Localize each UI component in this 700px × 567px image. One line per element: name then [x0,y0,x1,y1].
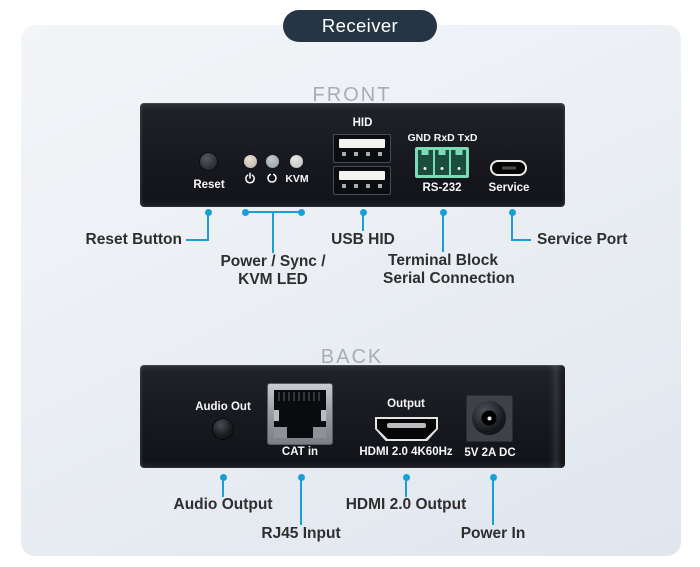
callout-line [492,477,494,525]
audio-jack [212,418,234,440]
callout-service-port: Service Port [537,231,628,248]
callout-power-in: Power In [460,525,526,542]
callout-line [442,212,444,252]
callout-terminal-line2: Serial Connection [383,270,515,287]
callout-hdmi-output: HDMI 2.0 Output [345,496,467,513]
serial-pins-label: GND RxD TxD [407,132,478,144]
callout-line [511,239,531,241]
callout-line [207,212,209,241]
rj45-port [267,383,333,445]
sync-led [266,155,279,168]
audio-out-label: Audio Out [195,401,251,413]
usb-tongue [339,139,385,148]
power-icon [245,172,255,184]
title-pill: Receiver [283,10,437,42]
usb-tongue [339,171,385,180]
reset-button [199,152,218,171]
output-label: Output [387,398,425,410]
usb-port-top [333,134,391,163]
hdmi-spec-label: HDMI 2.0 4K60Hz [359,446,453,458]
power-led [244,155,257,168]
callout-line [511,212,513,241]
terminal-cell [451,150,467,175]
callout-audio-output: Audio Output [173,496,273,513]
callout-terminal-line1: Terminal Block [388,252,498,269]
rj45-notch-flank [274,427,287,438]
callout-line [272,212,274,253]
kvm-led [290,155,303,168]
dc-center-pin [487,416,491,420]
callout-line [405,477,407,497]
callout-line [300,477,302,525]
reset-label: Reset [193,179,225,191]
front-heading: FRONT [312,84,392,106]
usb-pins [342,152,382,156]
dc-jack-hole [481,410,497,426]
callout-line [362,212,364,231]
dc-jack-recess [466,395,513,442]
callout-dot-kvm-led [297,208,305,216]
kvm-led-label: KVM [285,173,309,185]
rj45-side-tab [321,410,326,421]
callout-led-line1: Power / Sync / [220,253,326,270]
hid-label: HID [352,117,373,129]
callout-usb-hid: USB HID [331,231,395,248]
dc-spec-label: 5V 2A DC [464,447,516,459]
sync-icon [267,173,277,183]
rj45-side-tab [274,410,279,421]
callout-led-line2: KVM LED [238,271,308,288]
hdmi-contacts [387,423,426,428]
usb-port-bottom [333,166,391,195]
terminal-cell [434,150,450,175]
hdmi-opening [377,419,436,439]
rs232-label: RS-232 [422,182,462,194]
terminal-block [415,147,469,178]
hdmi-port [375,417,438,441]
rj45-opening [274,390,326,438]
micro-usb-contacts [501,166,516,170]
callout-rj45-input: RJ45 Input [261,525,341,542]
dc-barrel-jack [472,401,506,435]
back-heading: BACK [320,346,384,368]
terminal-cell [418,150,433,175]
cat-in-label: CAT in [281,446,319,458]
service-port [490,160,527,176]
page-title: Receiver [321,15,399,36]
service-label: Service [488,182,530,194]
usb-pins [342,184,382,188]
callout-line [222,477,224,497]
callout-line [186,239,207,241]
rj45-notch-flank [313,427,326,438]
callout-reset-button: Reset Button [85,231,182,248]
